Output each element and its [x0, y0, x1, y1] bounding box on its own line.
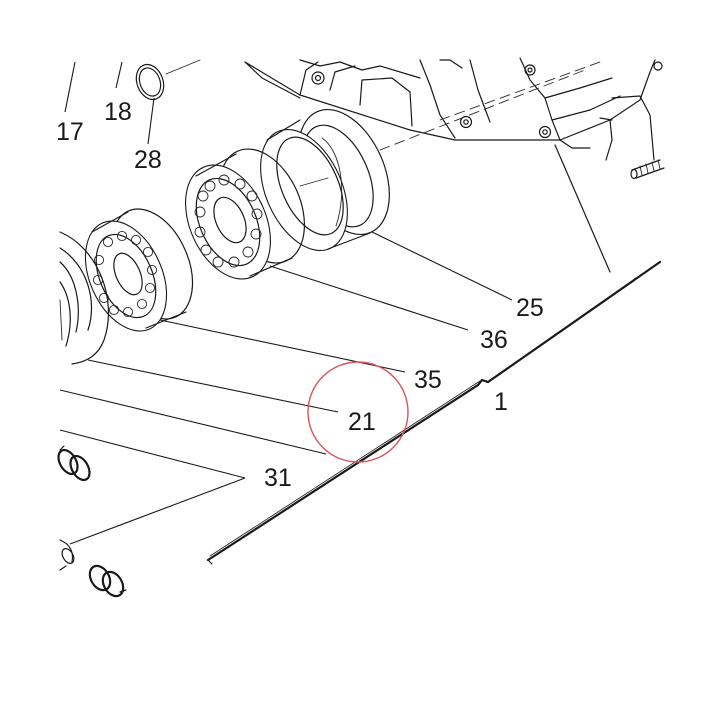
leader-lines: [59, 61, 513, 545]
base-edge-part-1: [206, 260, 662, 565]
leader-18: [115, 61, 123, 89]
leader-31a: [59, 429, 246, 479]
leader-36: [269, 265, 469, 331]
leader-17: [64, 61, 76, 113]
callout-25: 25: [516, 294, 544, 322]
leader-21: [87, 359, 339, 413]
roller-bearing-part-36: [185, 148, 306, 280]
callout-1: 1: [494, 388, 508, 416]
bearing-cup-part-25: [260, 108, 390, 252]
highlight-circle: [307, 361, 409, 463]
ring-part-21: [59, 231, 109, 365]
leader-35: [159, 319, 406, 373]
leader-21b: [59, 389, 327, 455]
callout-35: 35: [414, 366, 442, 394]
callout-21: 21: [348, 408, 376, 436]
housing-casting: [244, 57, 665, 273]
callout-31: 31: [264, 464, 292, 492]
leader-31b: [69, 477, 246, 545]
leader-25: [371, 231, 513, 301]
leader-28: [147, 97, 155, 145]
callout-17: 17: [56, 118, 84, 146]
callout-28: 28: [134, 146, 162, 174]
o-ring-part-28: [135, 59, 201, 101]
clip-parts-31: [57, 445, 127, 598]
callout-18: 18: [104, 98, 132, 126]
callout-labels: 17 18 28 25 36 35 1 21 31: [56, 98, 544, 492]
callout-36: 36: [480, 326, 508, 354]
